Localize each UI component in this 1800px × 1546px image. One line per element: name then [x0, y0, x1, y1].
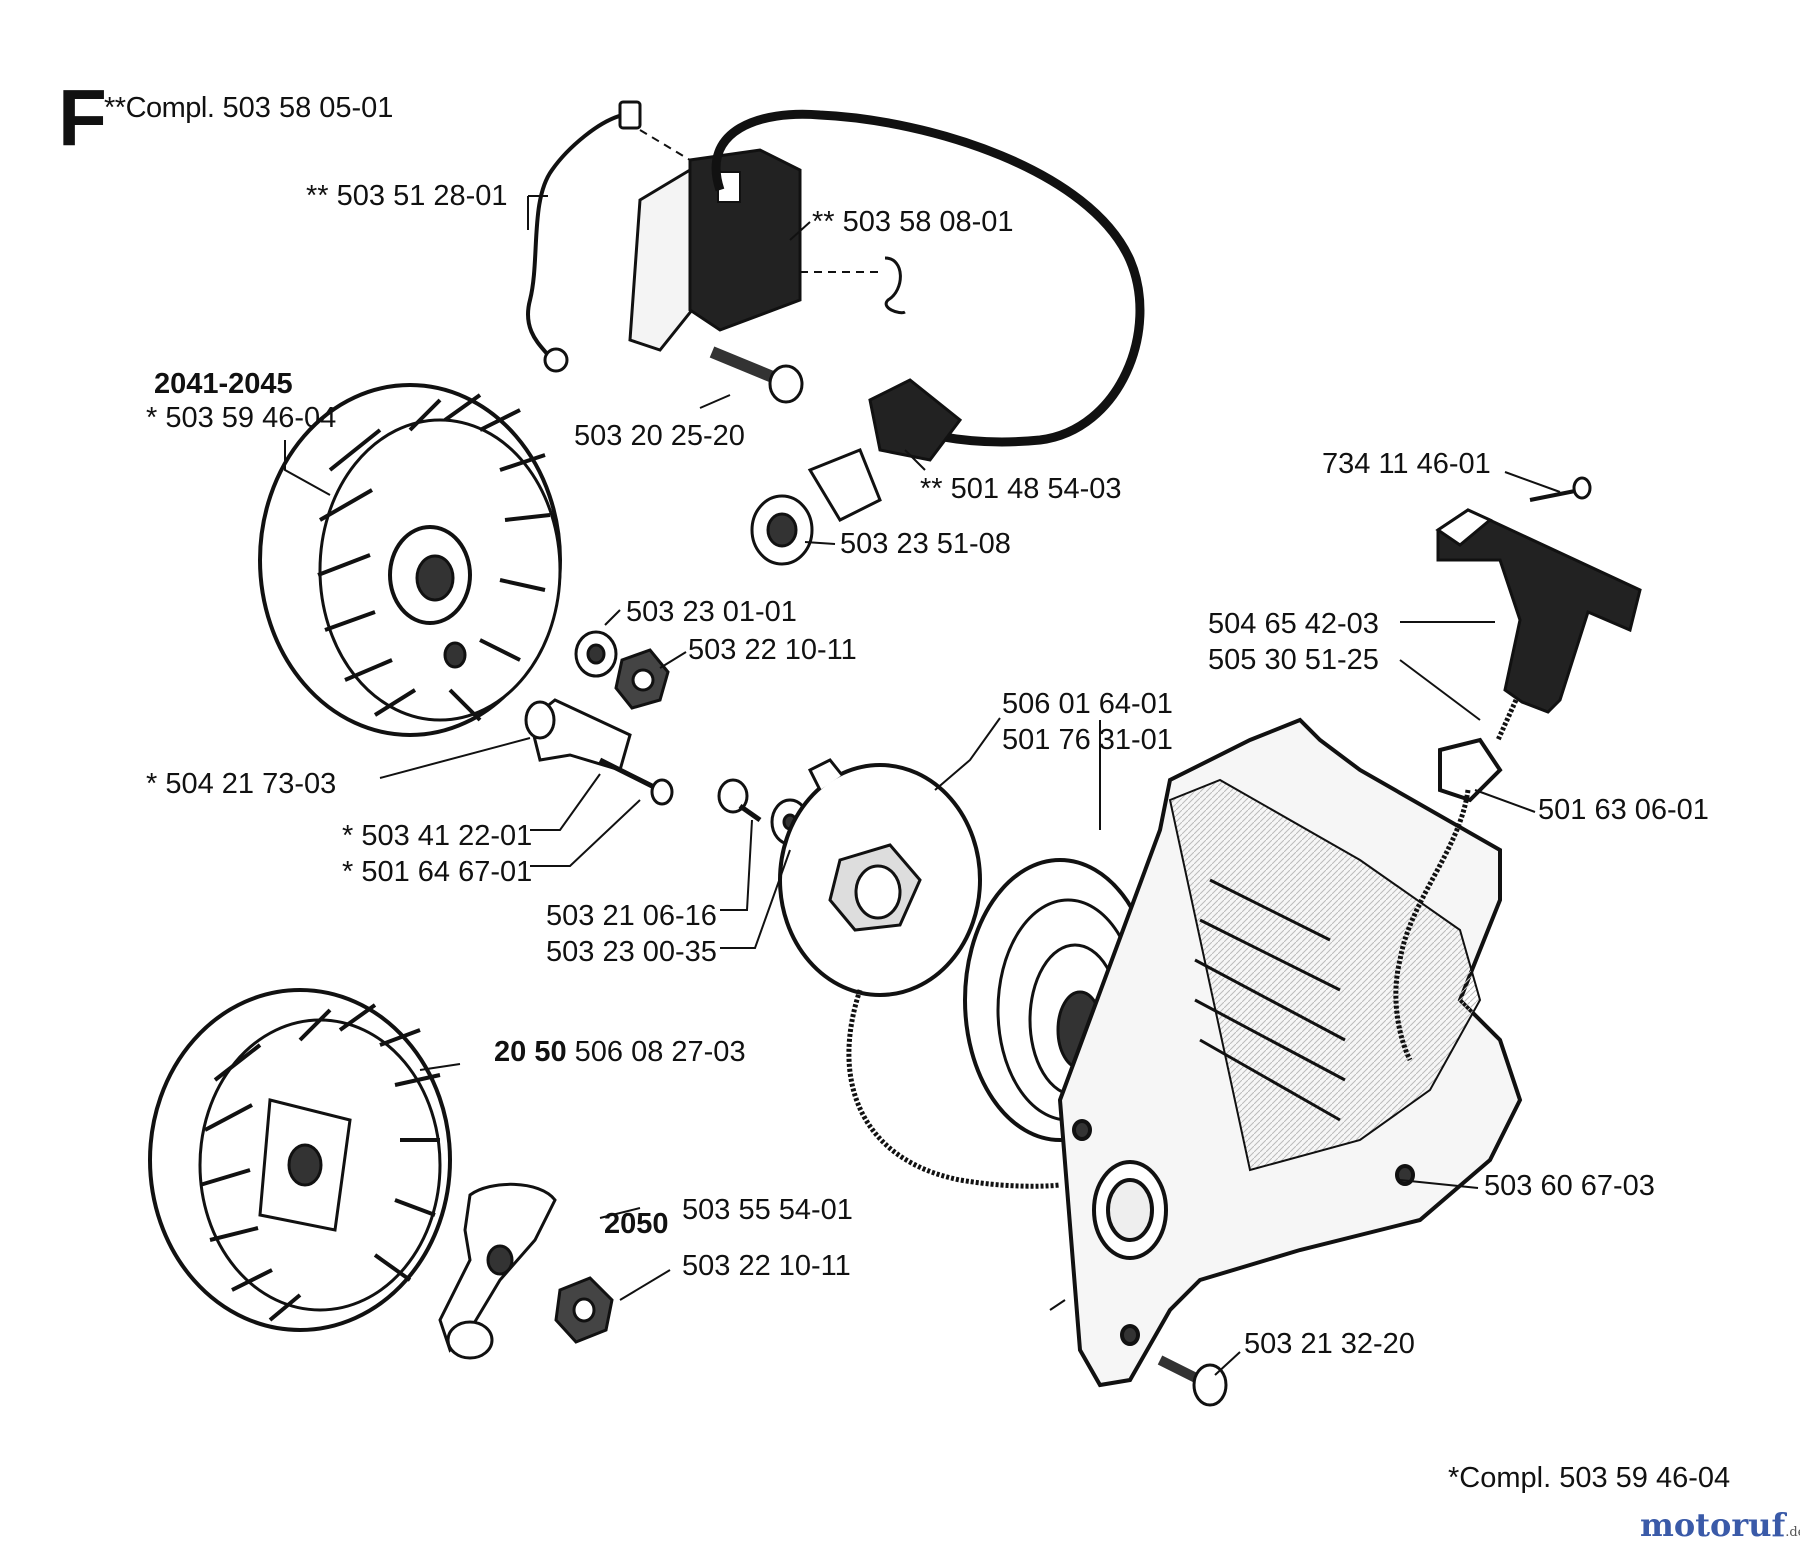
label-pawl-a: * 504 21 73-03 — [146, 768, 337, 800]
label-starter-housing: 503 60 67-03 — [1484, 1170, 1655, 1202]
brand-watermark: motoruf.de — [1640, 1506, 1800, 1544]
label-rope-guide: 501 63 06-01 — [1538, 794, 1709, 826]
flywheel-2050 — [148, 988, 614, 1360]
label-pulley-b: 501 76 31-01 — [1002, 724, 1173, 756]
label-model-2050-prefix: 20 50 — [494, 1036, 567, 1068]
footer-compl-prefix: *Compl. — [1448, 1462, 1552, 1494]
footer-compl-value: 503 59 46-04 — [1559, 1462, 1731, 1494]
label-coil-screw: 503 20 25-20 — [574, 420, 745, 452]
ht-lead — [711, 109, 1145, 447]
housing-screw — [1157, 1355, 1228, 1407]
label-coil: ** 503 58 08-01 — [812, 206, 1014, 238]
starter-pulley — [778, 758, 1157, 1189]
assembly-compl-number: **Compl. 503 58 05-01 — [104, 92, 393, 125]
brand-tld: .de — [1785, 1525, 1800, 1540]
starter-housing — [1057, 717, 1523, 1388]
label-flywheel-b-number: 506 08 27-03 — [574, 1036, 746, 1068]
spring-clip — [884, 256, 906, 315]
footer-compl-number: *Compl. 503 59 46-04 — [1448, 1462, 1730, 1495]
label-housing-screw: 503 21 32-20 — [1244, 1328, 1415, 1360]
label-rope: 505 30 51-25 — [1208, 644, 1379, 676]
spark-plug-cap — [868, 378, 963, 462]
ignition-coil-group — [526, 100, 1145, 566]
coil-body — [688, 148, 802, 332]
label-nut-a: 503 22 10-11 — [688, 634, 857, 666]
label-spark-plug: 503 23 51-08 — [840, 528, 1011, 560]
brand-name: motoruf — [1640, 1506, 1786, 1544]
label-model-range: 2041-2045 — [154, 368, 293, 400]
ring-terminal — [543, 347, 569, 373]
label-handle-pin: 734 11 46-01 — [1322, 448, 1491, 480]
label-pawl-screw: * 501 64 67-01 — [342, 856, 533, 888]
coil-bracket — [628, 167, 702, 352]
leader-lines — [284, 195, 1561, 1376]
label-handle: 504 65 42-03 — [1208, 608, 1379, 640]
starter-handle — [1435, 476, 1642, 742]
flywheel-2041-2045 — [258, 383, 562, 737]
label-flywheel-a: * 503 59 46-04 — [146, 402, 337, 434]
label-model-2050: 2050 — [604, 1208, 669, 1240]
label-pawl-spring: * 503 41 22-01 — [342, 820, 533, 852]
label-flywheel-b: 20 50 506 08 27-03 — [494, 1038, 746, 1067]
label-spark-cap: ** 501 48 54-03 — [920, 473, 1122, 505]
label-washer-a: 503 23 01-01 — [626, 596, 797, 628]
label-pulley-a: 506 01 64-01 — [1002, 688, 1173, 720]
label-nut-b: 503 22 10-11 — [682, 1250, 851, 1282]
label-pawl-b: 503 55 54-01 — [682, 1194, 853, 1226]
label-pulley-screw: 503 21 06-16 — [546, 900, 717, 932]
section-letter: F — [58, 73, 107, 162]
coil-screw — [709, 346, 783, 386]
starter-rope — [846, 989, 1061, 1189]
ground-wire — [526, 112, 629, 357]
compl-number: 503 58 05-01 — [222, 92, 394, 124]
wire-terminal — [618, 100, 642, 130]
label-coil-wire: ** 503 51 28-01 — [306, 180, 508, 212]
label-pulley-washer: 503 23 00-35 — [546, 936, 717, 968]
compl-prefix: **Compl. — [104, 92, 215, 124]
spark-plug — [807, 448, 882, 522]
